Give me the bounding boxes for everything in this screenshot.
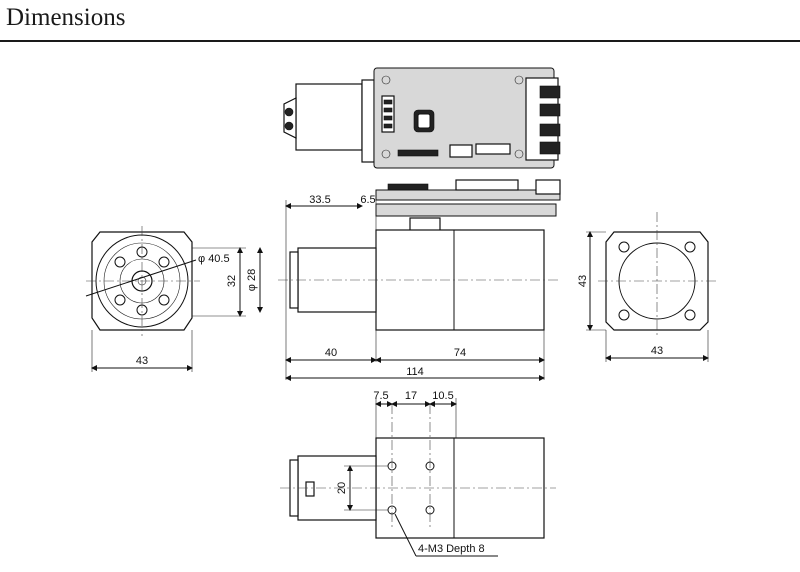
rear-view: 43 43 bbox=[577, 212, 716, 362]
dim-front-width: 43 bbox=[136, 355, 148, 367]
dim-top-offset: 33.5 bbox=[309, 194, 330, 206]
hole-note: 4-M3 Depth 8 bbox=[418, 543, 485, 555]
side-pcb-top bbox=[375, 189, 561, 201]
title-underline bbox=[0, 40, 800, 42]
dim-bottom-b: 17 bbox=[405, 390, 417, 402]
dim-gear-length: 40 bbox=[325, 347, 337, 359]
dim-motor-length: 74 bbox=[454, 347, 466, 359]
dim-total-length: 114 bbox=[406, 366, 424, 378]
top-gear-cap bbox=[283, 97, 297, 139]
side-view: 33.5 6.5 φ 28 40 74 114 bbox=[246, 179, 561, 381]
dim-rear-height: 43 bbox=[577, 275, 589, 287]
dim-top-small: 6.5 bbox=[360, 194, 375, 206]
bottom-view: 7.5 17 10.5 20 4-M3 Depth 8 bbox=[280, 390, 556, 557]
top-gearbox bbox=[295, 83, 363, 151]
dim-shaft-dia: φ 28 bbox=[246, 269, 258, 291]
page-title: Dimensions bbox=[6, 4, 126, 31]
dim-bottom-v: 20 bbox=[336, 482, 348, 494]
top-view bbox=[283, 67, 561, 169]
dim-flange-dia: φ 40.5 bbox=[198, 253, 230, 265]
front-view: φ 40.5 32 43 bbox=[85, 226, 246, 372]
dim-rear-width: 43 bbox=[651, 345, 663, 357]
dim-bottom-c: 10.5 bbox=[432, 390, 453, 402]
dim-front-height: 32 bbox=[226, 275, 238, 287]
dim-bottom-a: 7.5 bbox=[373, 390, 388, 402]
